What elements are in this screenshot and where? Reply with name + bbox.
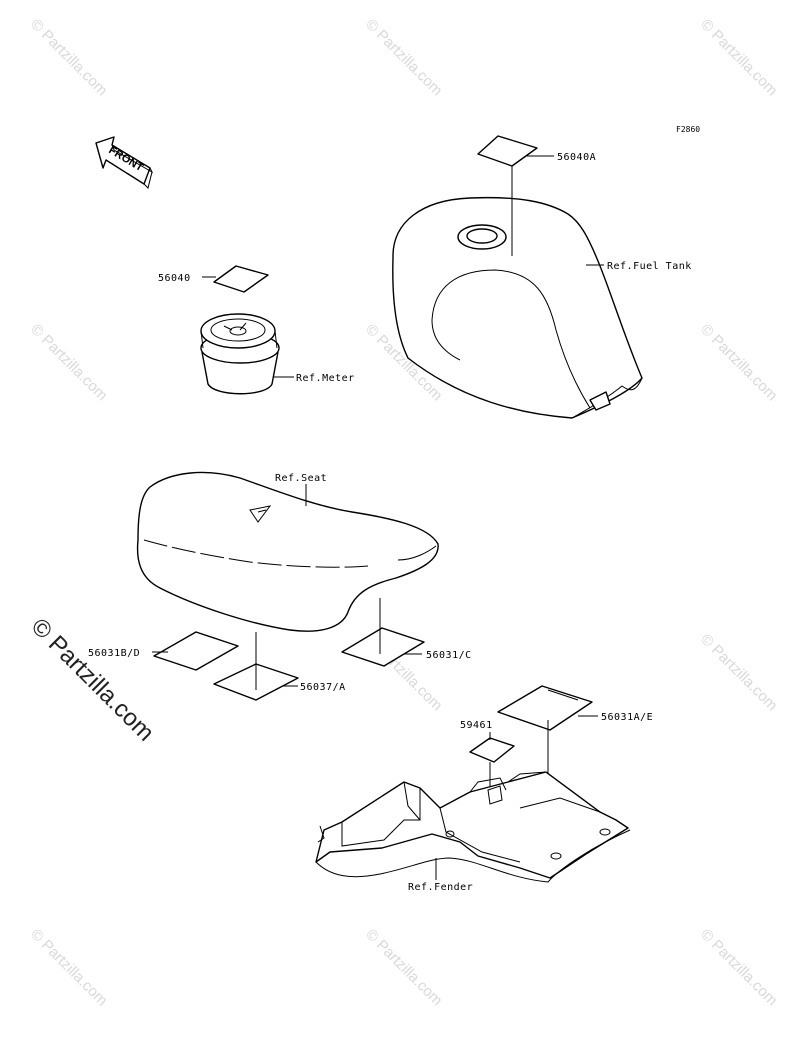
front-arrow-icon: FRONT: [95, 136, 154, 189]
label-56040: 56040: [158, 273, 191, 284]
watermark-top-right: © Partzilla.com: [697, 16, 780, 99]
label-56031ae: 56031A/E: [601, 712, 653, 723]
sticker-56031ae: [497, 685, 593, 731]
watermark-top-center: © Partzilla.com: [362, 16, 445, 99]
sticker-59461: [469, 737, 515, 763]
label-56031c: 56031/C: [426, 650, 472, 661]
watermark-side: © Partzilla.com: [26, 613, 159, 746]
label-fender: Ref.Fender: [408, 882, 473, 893]
label-meter: Ref.Meter: [296, 373, 355, 384]
sticker-56040: [213, 265, 269, 293]
sticker-56031bd: [153, 631, 239, 671]
watermark-mid-right: © Partzilla.com: [697, 321, 780, 404]
fuel-tank: [392, 196, 643, 419]
sticker-56031c: [341, 627, 425, 667]
watermark-bottom-center: © Partzilla.com: [362, 926, 445, 1009]
seat: [136, 471, 439, 632]
label-56037a: 56037/A: [300, 682, 346, 693]
figure-code: F2860: [676, 125, 700, 134]
label-56031bd: 56031B/D: [88, 648, 140, 659]
watermark-mid-left: © Partzilla.com: [27, 321, 110, 404]
fender: [315, 771, 631, 883]
label-59461: 59461: [460, 720, 493, 731]
watermark-low-right: © Partzilla.com: [697, 631, 780, 714]
label-56040a: 56040A: [557, 152, 596, 163]
watermark-bottom-right: © Partzilla.com: [697, 926, 780, 1009]
watermark-bottom-left: © Partzilla.com: [27, 926, 110, 1009]
meter: [200, 313, 280, 395]
watermark-top-left: © Partzilla.com: [27, 16, 110, 99]
label-seat: Ref.Seat: [275, 473, 327, 484]
sticker-56040a: [477, 135, 538, 167]
label-fuel-tank: Ref.Fuel Tank: [607, 261, 692, 272]
